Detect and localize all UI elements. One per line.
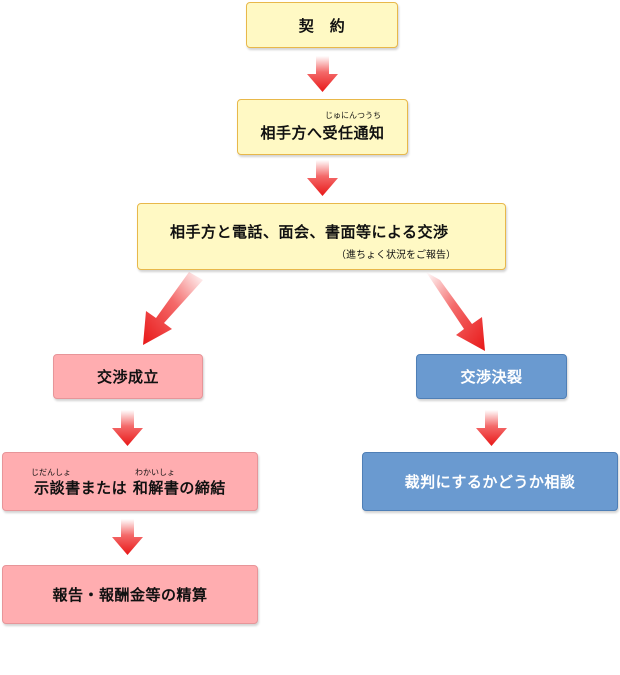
step-settlement: じだんしょ わかいしょ 示談書または 和解書の締結 [2, 452, 258, 511]
step-contract: 契 約 [246, 2, 398, 48]
step-settlement-label-part1: 示談書または [34, 479, 128, 497]
step-negotiate-label: 相手方と電話、面会、書面等による交渉 [170, 223, 449, 241]
step-negotiate: 相手方と電話、面会、書面等による交渉 （進ちょく状況をご報告） [137, 203, 506, 270]
step-negotiate-sub: （進ちょく状況をご報告） [336, 250, 456, 261]
step-success-label: 交渉成立 [96, 368, 159, 386]
step-notify-ruby: じゅにんつうち [325, 111, 381, 120]
step-settlement-label-part2: 和解書の締結 [132, 479, 226, 497]
arrow-notify-to-negotiate [307, 160, 338, 196]
arrow-contract-to-notify [307, 56, 338, 92]
arrow-negotiate-to-success [143, 272, 203, 345]
step-notify: じゅにんつうち 相手方へ受任通知 [237, 99, 408, 155]
step-settlement-ruby-wakaisho: わかいしょ [135, 468, 175, 477]
step-report: 報告・報酬金等の精算 [2, 565, 258, 624]
step-report-label: 報告・報酬金等の精算 [52, 586, 208, 604]
arrow-success-to-settlement [112, 410, 143, 446]
step-failure-label: 交渉決裂 [460, 368, 523, 386]
arrow-negotiate-to-failure [426, 272, 485, 351]
arrow-settlement-to-report [112, 519, 143, 555]
step-settlement-label: 示談書または 和解書の締結 [34, 477, 226, 498]
step-settlement-ruby-jidansho: じだんしょ [31, 468, 71, 477]
step-contract-label: 契 約 [298, 16, 346, 35]
step-notify-label: 相手方へ受任通知 [260, 123, 385, 142]
step-court: 裁判にするかどうか相談 [362, 452, 618, 511]
arrow-failure-to-court [476, 410, 507, 446]
step-court-label: 裁判にするかどうか相談 [404, 473, 576, 491]
step-success: 交渉成立 [53, 354, 203, 399]
step-failure: 交渉決裂 [416, 354, 567, 399]
